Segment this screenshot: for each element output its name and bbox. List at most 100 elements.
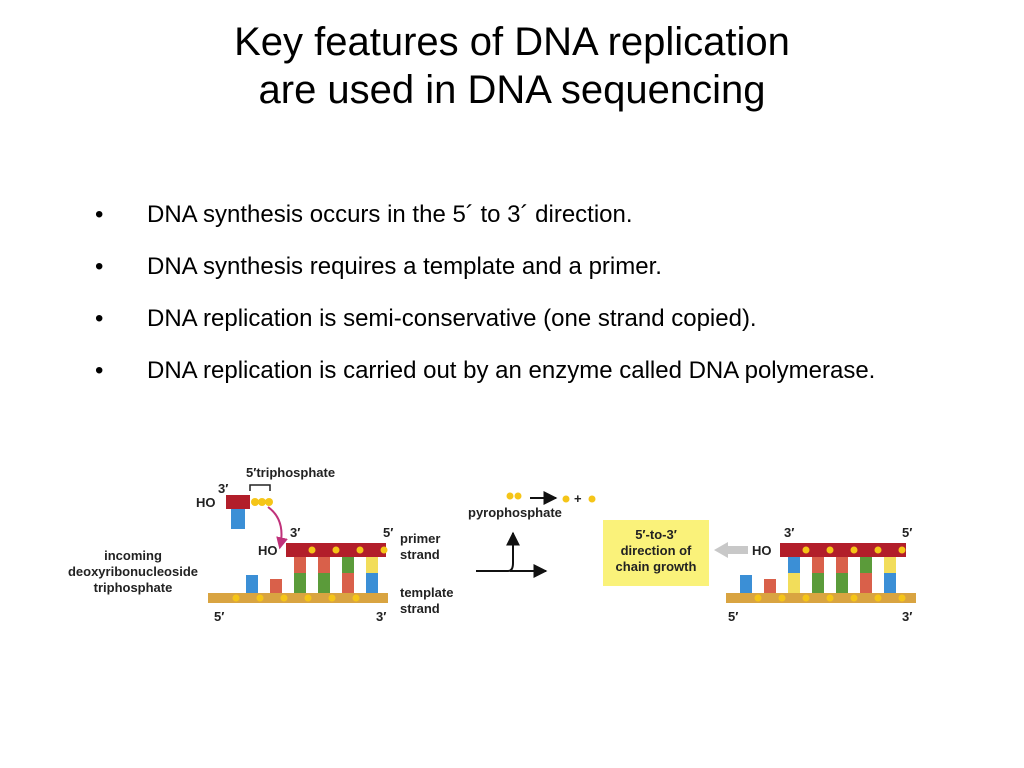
primer-base [812, 557, 824, 573]
phosphate-dot [356, 546, 364, 554]
left-panel: 3′ HO 5′triphosphate 3′ 5′ HO [68, 465, 453, 624]
bullet-marker: • [95, 305, 104, 332]
template-3prime-label: 3′ [376, 609, 386, 624]
phosphate-dot [778, 594, 786, 602]
phosphate-dot [802, 594, 810, 602]
phosphate-dot [280, 594, 288, 602]
incoming-nucleotide: 3′ HO 5′triphosphate [196, 465, 335, 550]
template-backbone [208, 593, 388, 603]
phosphate-dot [332, 546, 340, 554]
bullet-text: DNA replication is semi-conservative (on… [147, 305, 757, 332]
phosphate-dot [826, 594, 834, 602]
primer-base [884, 557, 896, 573]
template-base [740, 575, 752, 593]
release-arrow [476, 531, 520, 572]
primer-5prime-label: 5′ [383, 525, 393, 540]
growth-direction-arrow [714, 542, 748, 558]
left-template-strand: 5′ 3′ [208, 573, 388, 624]
template-base [270, 579, 282, 593]
incorporation-arrow [267, 506, 288, 550]
bullet-marker: • [95, 253, 104, 280]
right-template-backbone [726, 593, 916, 603]
right-template-5prime-label: 5′ [728, 609, 738, 624]
direction-callout: 5′-to-3′ direction of chain growth [603, 520, 748, 586]
template-label-line2: strand [400, 601, 440, 616]
template-base [812, 573, 824, 593]
incoming-label-line3: triphosphate [94, 580, 173, 595]
bullet-item: • DNA replication is carried out by an e… [95, 356, 895, 386]
phosphate-dot [850, 594, 858, 602]
triphosphate-dot [251, 498, 259, 506]
primer-base [342, 557, 354, 573]
bullet-marker: • [95, 201, 104, 228]
bullet-text: DNA synthesis occurs in the 5´ to 3´ dir… [147, 201, 633, 228]
phosphate-dot [256, 594, 264, 602]
incoming-ho-label: HO [196, 495, 216, 510]
incoming-label-line2: deoxyribonucleoside [68, 564, 198, 579]
bullet-item: • DNA synthesis occurs in the 5´ to 3´ d… [95, 200, 895, 230]
phosphate-dot [874, 546, 882, 554]
triphosphate-label: 5′triphosphate [246, 465, 335, 480]
phosphate-dot [562, 495, 570, 503]
dna-replication-diagram: 3′ HO 5′triphosphate 3′ 5′ HO [68, 465, 916, 624]
template-label-line1: template [400, 585, 453, 600]
primer-base [366, 557, 378, 573]
phosphate-dot [874, 594, 882, 602]
primer-label-line2: strand [400, 547, 440, 562]
template-base [318, 573, 330, 593]
right-3prime-label: 3′ [784, 525, 794, 540]
triphosphate-dot [265, 498, 273, 506]
plus-sign: + [574, 491, 582, 506]
template-base [366, 573, 378, 593]
template-base [764, 579, 776, 593]
bullet-list: • DNA synthesis occurs in the 5´ to 3´ d… [95, 200, 895, 408]
middle-reaction: + pyrophosphate [468, 491, 596, 578]
template-base [342, 573, 354, 593]
phosphate-dot [232, 594, 240, 602]
primer-base [788, 557, 800, 573]
phosphate-dot [328, 594, 336, 602]
callout-line3: chain growth [616, 559, 697, 574]
right-ho-label: HO [752, 543, 772, 558]
bullet-item: • DNA replication is semi-conservative (… [95, 304, 895, 334]
primer-base [318, 557, 330, 573]
primer-3prime-label: 3′ [290, 525, 300, 540]
triphosphate-dot [258, 498, 266, 506]
phosphate-dot [304, 594, 312, 602]
callout-line2: direction of [621, 543, 692, 558]
phosphate-dot [352, 594, 360, 602]
phosphate-dot [898, 546, 906, 554]
template-base [860, 573, 872, 593]
template-5prime-label: 5′ [214, 609, 224, 624]
right-5prime-label: 5′ [902, 525, 912, 540]
primer-base [294, 557, 306, 573]
slide-title: Key features of DNA replication are used… [0, 18, 1024, 114]
callout-box [603, 520, 709, 586]
phosphate-dot [308, 546, 316, 554]
pyrophosphate-dot [506, 492, 514, 500]
right-template-3prime-label: 3′ [902, 609, 912, 624]
callout-line1: 5′-to-3′ [635, 527, 677, 542]
primer-ho-label: HO [258, 543, 278, 558]
bullet-text: DNA synthesis requires a template and a … [147, 253, 662, 280]
phosphate-dot [898, 594, 906, 602]
phosphate-dot [826, 546, 834, 554]
phosphate-dot [380, 546, 388, 554]
bullet-item: • DNA synthesis requires a template and … [95, 252, 895, 282]
primer-label-line1: primer [400, 531, 440, 546]
template-base [246, 575, 258, 593]
template-base [836, 573, 848, 593]
triphosphate-bracket [249, 484, 271, 491]
phosphate-dot [754, 594, 762, 602]
bullet-text: DNA replication is carried out by an enz… [147, 357, 876, 384]
title-line-1: Key features of DNA replication [234, 20, 790, 64]
phosphate-dot [802, 546, 810, 554]
template-base [884, 573, 896, 593]
incoming-label-line1: incoming [104, 548, 162, 563]
phosphate-dot [588, 495, 596, 503]
pyrophosphate-label: pyrophosphate [468, 505, 562, 520]
right-primer-backbone [780, 543, 906, 557]
left-primer-strand: 3′ 5′ HO [258, 525, 393, 573]
pyrophosphate-dot [514, 492, 522, 500]
bullet-marker: • [95, 357, 104, 384]
